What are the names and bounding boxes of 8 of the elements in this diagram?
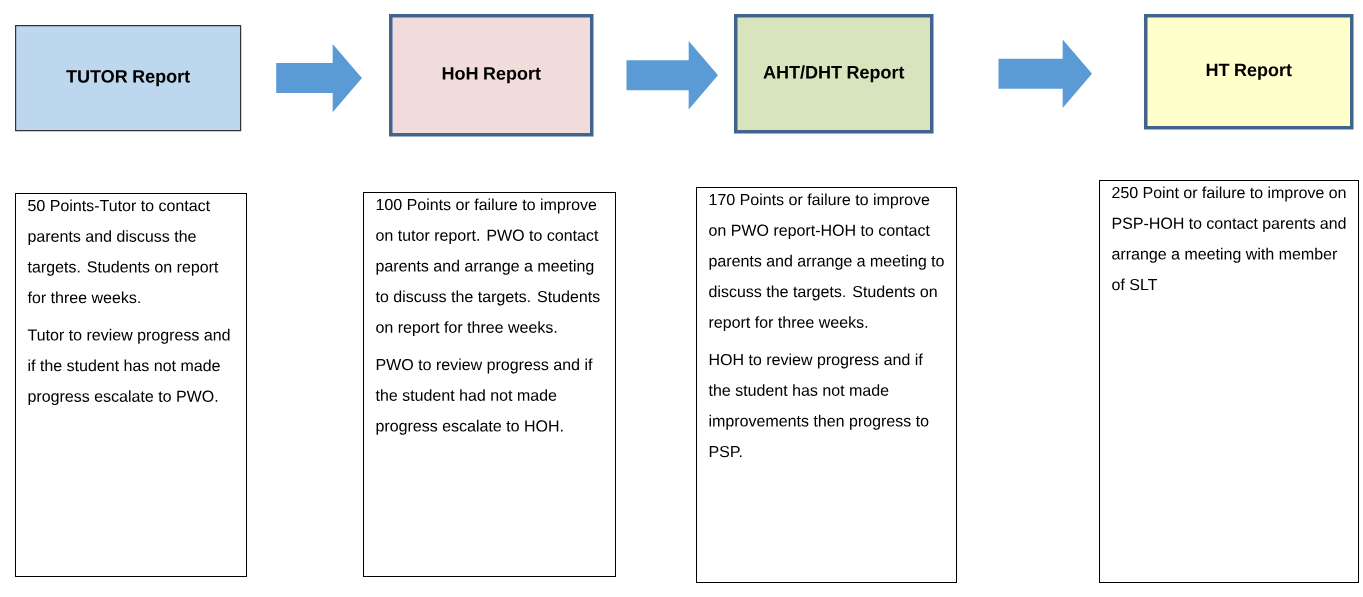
report-box: AHT/DHT Report [734,14,934,134]
text-box: 50 Points-Tutor to contact parents and discuss the targets. Students on report for three weeks. Tutor to review progress and if the student has not made progress escalate to PWO. [15,193,247,577]
text-box: 170 Points or failure to improve on PWO report-HOH to contact parents and arrange a meeting to discuss the targets. Students on report for three weeks. HOH to review progress and if the student has not made improvements then progress to PSP. [696,187,957,583]
report-box: HT Report [1144,14,1354,130]
report-box: TUTOR Report [15,25,242,132]
text-box: 100 Points or failure to improve on tutor report. PWO to contact parents and arrange a meeting to discuss the targets. Students on report for three weeks. PWO to review progress and if the student had not made progress escalate to HOH. [363,192,616,577]
report-box: HoH Report [389,14,594,137]
text-box: 250 Point or failure to improve on PSP-HOH to contact parents and arrange a meeting with member of SLT [1099,180,1359,583]
